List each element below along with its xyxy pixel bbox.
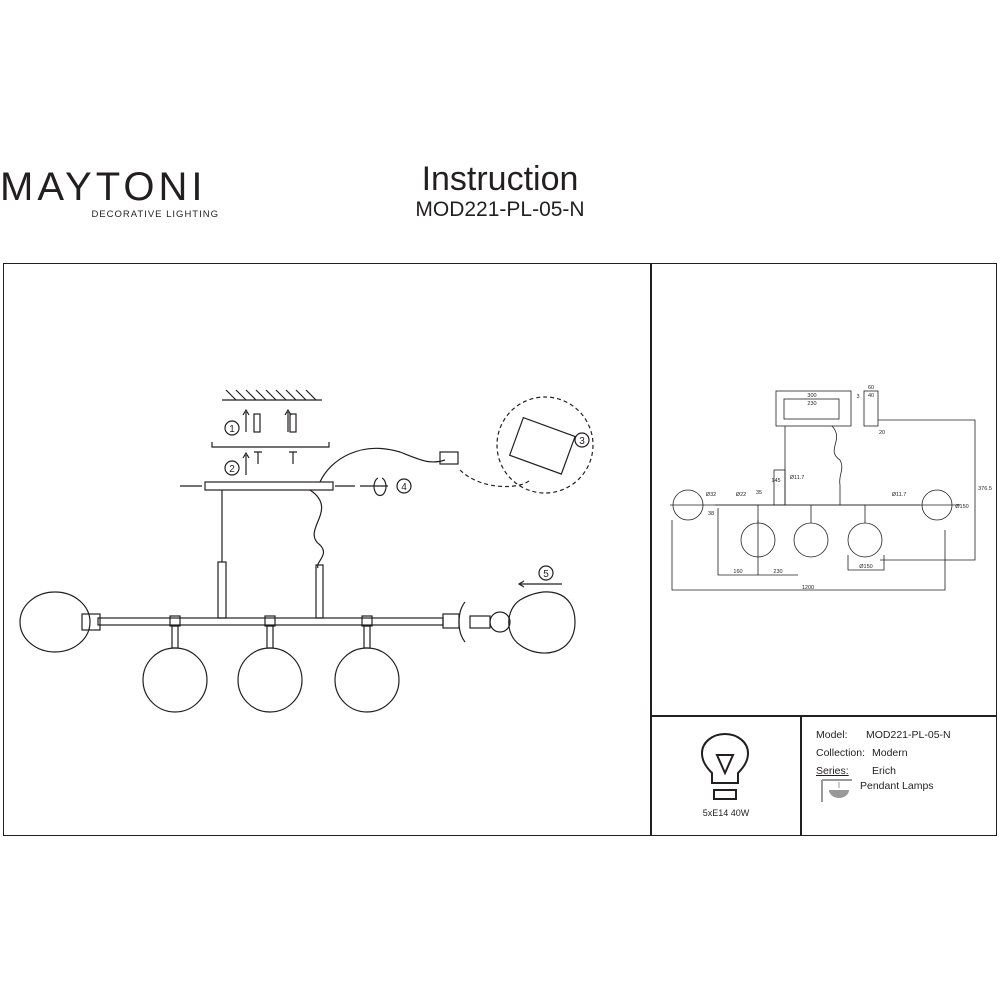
brand-name: MAYTONI (0, 165, 207, 209)
model-value: MOD221-PL-05-N (866, 729, 951, 741)
model-number: MOD221-PL-05-N (415, 198, 585, 221)
step-4: 4 (401, 482, 407, 493)
step-1: 1 (229, 424, 235, 435)
page-title: Instruction (421, 160, 579, 198)
dimension-diagram: 300 230 60 40 20 3 145 Ø11.7 Ø11.7 35 Ø3… (670, 385, 992, 591)
dim-total-length: 1200 (802, 585, 814, 591)
dim-canopy-height: 20 (879, 430, 885, 436)
instruction-frame (3, 263, 997, 836)
bulb-spec: 5xE14 40W (702, 808, 750, 818)
step-5: 5 (543, 569, 549, 580)
dim-offset: 160 (733, 569, 742, 575)
dim-spacing: 230 (773, 569, 782, 575)
dim-holder: 35 (756, 490, 762, 496)
dim-rod-length: 145 (771, 478, 780, 484)
dim-end-socket: Ø32 (706, 492, 716, 498)
dim-canopy-inner: 230 (807, 401, 816, 407)
dim-canopy-side: 3 (856, 394, 859, 400)
step-3: 3 (579, 436, 585, 447)
dim-rod-diameter: Ø11.7 (790, 475, 805, 481)
series-label: Series: (816, 765, 849, 777)
dim-total-height: 376.5 (978, 486, 992, 492)
dim-rod-diameter-right: Ø11.7 (892, 492, 907, 498)
dim-shade-diameter: Ø150 (859, 564, 872, 570)
collection-label: Collection: (816, 747, 866, 759)
dim-depth-inner: 40 (868, 393, 874, 399)
step-2: 2 (229, 464, 235, 475)
dim-canopy-length: 300 (807, 393, 816, 399)
brand-logo: MAYTONI DECORATIVE LIGHTING (0, 165, 225, 220)
assembly-diagram: 1 2 4 3 5 (19, 389, 594, 713)
divider (650, 263, 652, 836)
collection-value: Modern (872, 747, 908, 759)
bulb-icon (700, 733, 750, 800)
shades (142, 615, 400, 713)
brand-tagline: DECORATIVE LIGHTING (91, 209, 219, 220)
model-label: Model: (816, 729, 848, 741)
divider (650, 715, 997, 717)
lamp-type: Pendant Lamps (860, 780, 934, 792)
dim-bar-diameter: Ø22 (736, 492, 746, 498)
dim-shade-diameter-side: Ø150 (955, 504, 968, 510)
dim-end-length: 38 (708, 511, 714, 517)
divider (800, 715, 802, 836)
dim-depth-outer: 60 (868, 385, 874, 391)
series-value: Erich (872, 765, 896, 777)
pendant-lamp-icon (821, 779, 852, 802)
ceiling-hatch (222, 389, 322, 401)
